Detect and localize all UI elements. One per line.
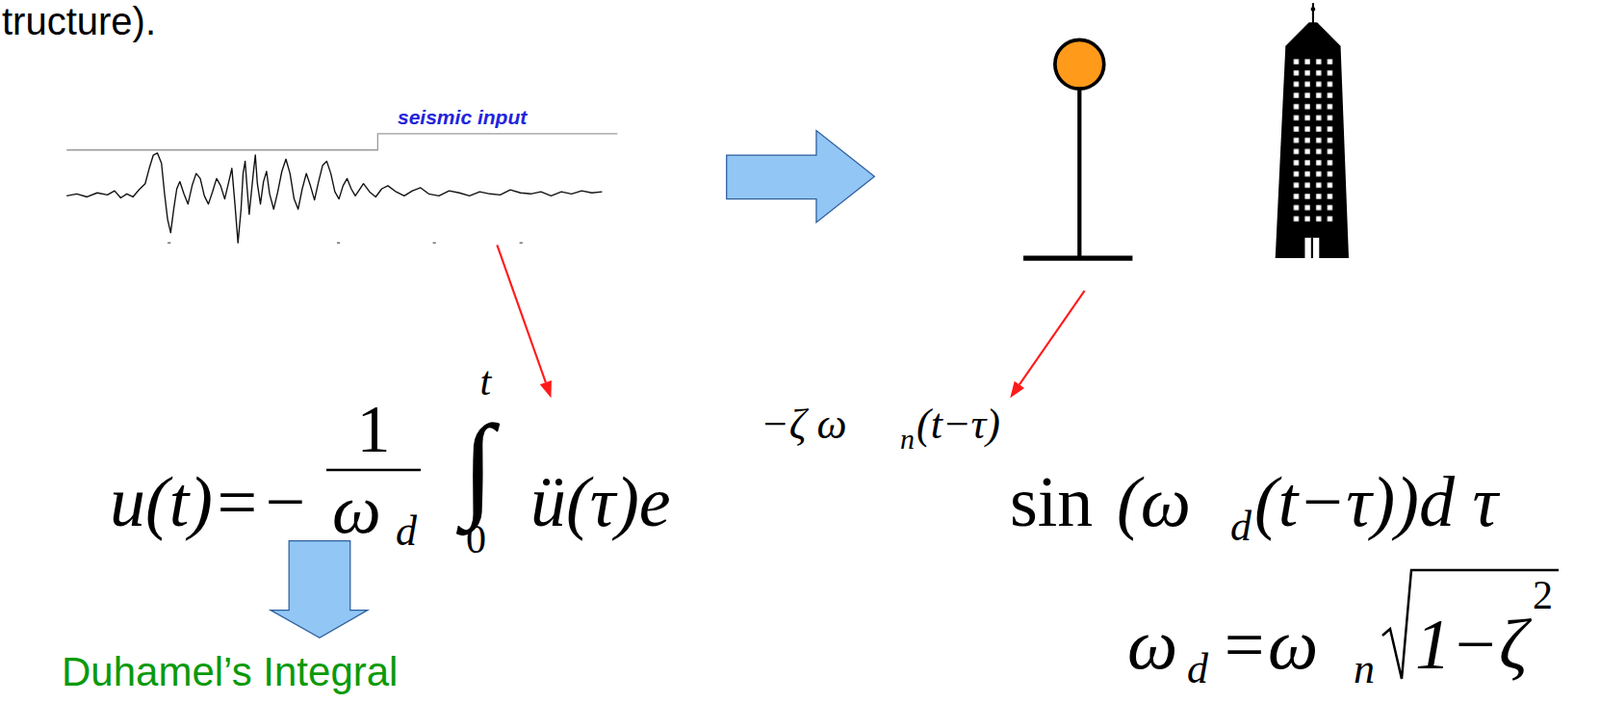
seismic-waveform bbox=[66, 153, 602, 243]
subscript: n bbox=[1353, 647, 1375, 691]
flow-arrow-down bbox=[270, 541, 368, 639]
building-door-split bbox=[1311, 237, 1314, 259]
oscillator-mass bbox=[1055, 39, 1105, 89]
oscillator-symbol bbox=[1023, 39, 1133, 259]
exponent-term: 2 bbox=[1532, 574, 1553, 616]
oscillator-stem bbox=[1077, 87, 1082, 259]
pointer-arrow bbox=[1009, 290, 1084, 398]
signal-frame-line bbox=[66, 133, 618, 151]
function-name: sin bbox=[1009, 465, 1093, 538]
fraction-denominator: ω bbox=[332, 474, 382, 544]
building-antenna-tip bbox=[1311, 6, 1317, 12]
integral-lower-limit: 0 bbox=[465, 518, 487, 560]
equation-term: (t−τ))d τ bbox=[1254, 465, 1498, 538]
pointer-head bbox=[1009, 381, 1025, 398]
axis-ticks bbox=[167, 242, 523, 244]
pointer-arrow bbox=[496, 244, 552, 398]
radicand: 1−ζ bbox=[1415, 608, 1528, 680]
subscript: d bbox=[1230, 505, 1252, 548]
equation-term: ü(τ)e bbox=[530, 465, 671, 538]
axis-tick bbox=[167, 242, 171, 244]
cut-heading-text: tructure). bbox=[1, 1, 156, 41]
subscript: d bbox=[395, 510, 417, 553]
subscript: n bbox=[900, 424, 915, 454]
subscript: d bbox=[1187, 647, 1209, 691]
pointer-line bbox=[1019, 290, 1085, 385]
building-body bbox=[1275, 22, 1349, 259]
fraction-numerator: 1 bbox=[357, 395, 391, 464]
method-name: Duhamel’s Integral bbox=[61, 651, 398, 693]
integral-sign: ∫ bbox=[462, 408, 494, 524]
flow-arrow-right bbox=[726, 130, 876, 223]
fraction-bar bbox=[326, 468, 421, 472]
axis-tick bbox=[519, 242, 523, 244]
equation-term: u(t)=− bbox=[109, 465, 310, 538]
exponent-term: (t−τ) bbox=[916, 403, 1001, 446]
building-antenna bbox=[1312, 2, 1315, 25]
pointer-head bbox=[540, 380, 552, 398]
building-icon bbox=[1275, 2, 1349, 259]
axis-tick bbox=[433, 242, 437, 244]
exponent-term: −ζ ω bbox=[760, 403, 848, 446]
radical-sign bbox=[1382, 569, 1559, 679]
equation-term: (ω bbox=[1116, 465, 1191, 538]
oscillator-base bbox=[1023, 255, 1133, 260]
pointer-line bbox=[496, 244, 546, 383]
equation-term: =ω bbox=[1219, 608, 1318, 680]
axis-tick bbox=[336, 242, 340, 244]
integral-upper-limit: t bbox=[480, 361, 492, 402]
building-door bbox=[1304, 237, 1319, 259]
building-windows bbox=[1290, 55, 1337, 225]
signal-title: seismic input bbox=[397, 106, 527, 128]
equation-term: ω bbox=[1127, 608, 1178, 680]
